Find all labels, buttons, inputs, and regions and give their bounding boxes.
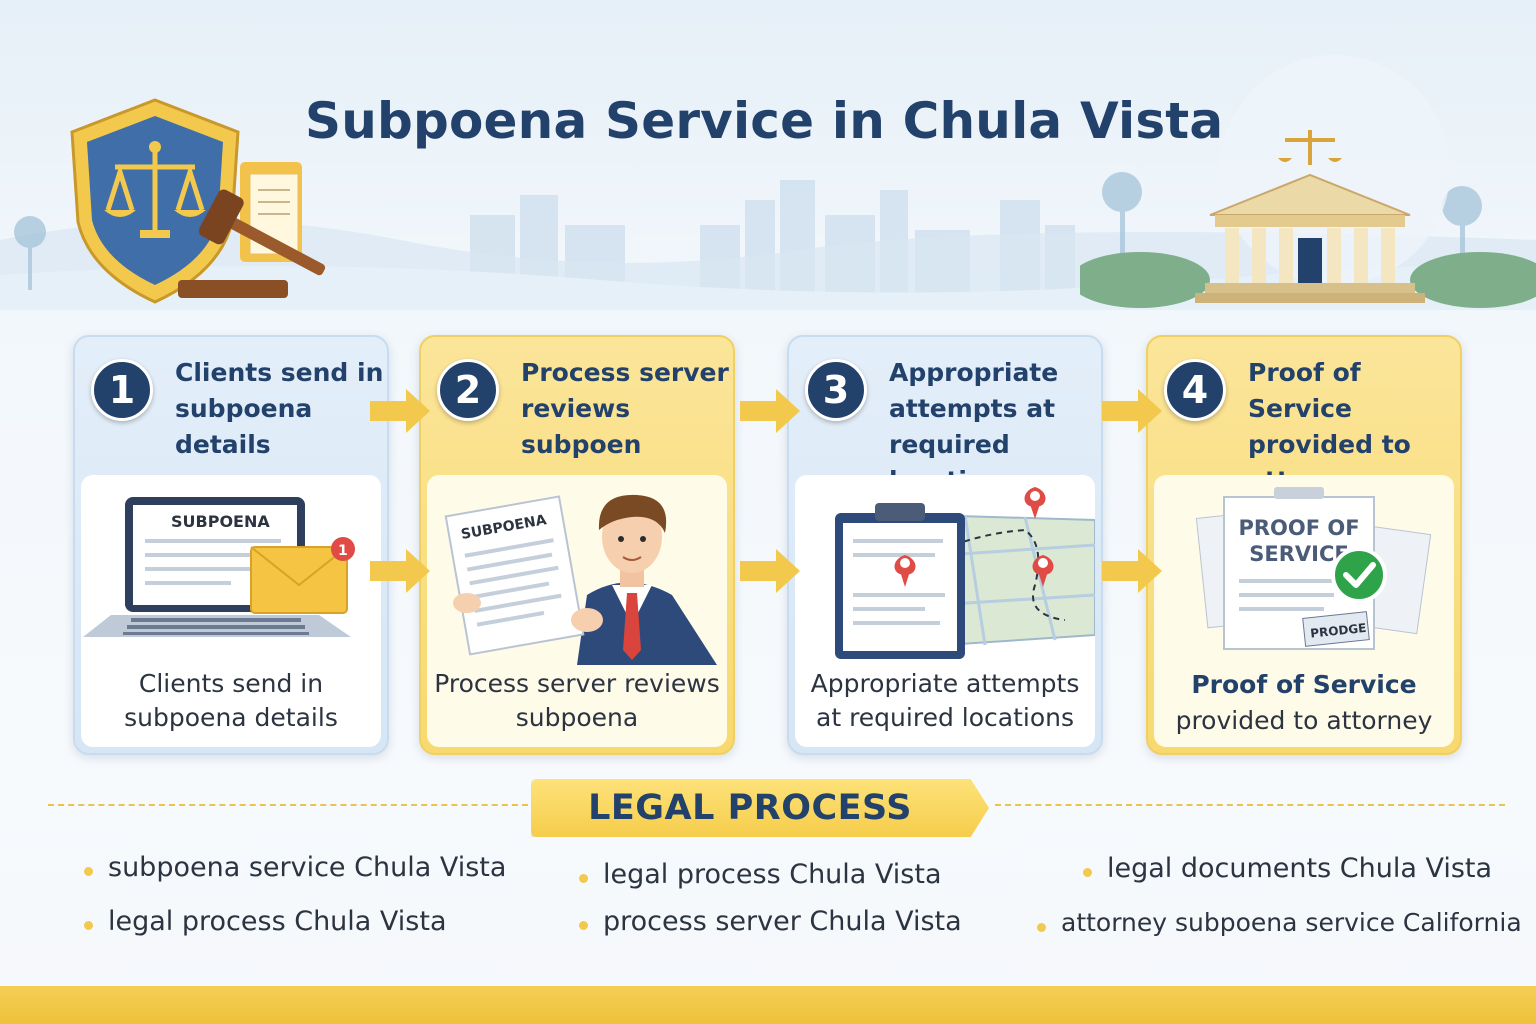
step-caption: Proof of Service provided to attorney bbox=[1154, 667, 1454, 739]
step-card-3: 3 Appropriate attempts at required locat… bbox=[787, 335, 1103, 755]
step-card-header: 4 Proof of Service provided to attorney bbox=[1148, 337, 1460, 495]
arrow-right-icon bbox=[370, 549, 430, 593]
page-title: Subpoena Service in Chula Vista bbox=[305, 92, 1224, 150]
step-number-badge: 4 bbox=[1164, 359, 1226, 421]
step-card-body: Appropriate attempts at required locatio… bbox=[795, 475, 1095, 747]
step-caption: Process server reviews subpoena bbox=[434, 669, 720, 732]
process-server-person-icon: SUBPOENA bbox=[444, 494, 717, 665]
caption-bold: Proof of Service bbox=[1191, 670, 1417, 699]
step-caption: Appropriate attempts at required locatio… bbox=[810, 669, 1080, 732]
step-card-1: 1 Clients send in subpoena details SUBPO… bbox=[73, 335, 389, 755]
arrow-right-icon bbox=[370, 389, 430, 433]
map-clipboard-icon bbox=[835, 487, 1095, 659]
step-card-header: 1 Clients send in subpoena details bbox=[75, 337, 387, 475]
arrow-right-icon bbox=[1102, 389, 1162, 433]
doc-title-line2: SERVICE bbox=[1249, 542, 1348, 566]
divider-right bbox=[995, 804, 1505, 806]
keyword-item: attorney subpoena service California bbox=[1037, 908, 1522, 937]
keyword-item: subpoena service Chula Vista bbox=[83, 852, 507, 883]
step-card-header: 2 Process server reviews subpoen bbox=[421, 337, 733, 475]
proof-of-service-document-icon: PROOF OF SERVICE PRODGE bbox=[1195, 487, 1432, 650]
step-card-4: 4 Proof of Service provided to attorney … bbox=[1146, 335, 1462, 755]
keyword-item: legal process Chula Vista bbox=[579, 859, 942, 890]
laptop-email-icon: SUBPOENA 1 bbox=[83, 497, 355, 637]
keyword-item: process server Chula Vista bbox=[579, 906, 962, 937]
divider-left bbox=[48, 804, 528, 806]
keyword-item: legal documents Chula Vista bbox=[1082, 853, 1493, 884]
courthouse-icon bbox=[1080, 130, 1536, 308]
caption-rest: provided to attorney bbox=[1175, 706, 1433, 735]
justice-shield-gavel-icon bbox=[70, 98, 326, 304]
step-card-body: PROOF OF SERVICE PRODGE Proof of Service… bbox=[1154, 475, 1454, 747]
step-caption: Clients send in subpoena details bbox=[124, 669, 338, 732]
step-heading: Process server reviews subpoen bbox=[521, 358, 729, 459]
step-number-badge: 1 bbox=[91, 359, 153, 421]
doc-title-line1: PROOF OF bbox=[1238, 516, 1359, 540]
arrow-right-icon bbox=[1102, 549, 1162, 593]
banner-label: LEGAL PROCESS bbox=[588, 788, 912, 828]
step-card-body: SUBPOENA 1 Clients send in subpoena deta… bbox=[81, 475, 381, 747]
legal-process-banner: LEGAL PROCESS bbox=[531, 779, 989, 837]
doc-label: SUBPOENA bbox=[171, 512, 270, 531]
step-card-2: 2 Process server reviews subpoen SUBPOEN… bbox=[419, 335, 735, 755]
keyword-item: legal process Chula Vista bbox=[84, 906, 447, 937]
notification-count: 1 bbox=[338, 543, 348, 559]
step-number-badge: 2 bbox=[437, 359, 499, 421]
arrow-right-icon bbox=[740, 549, 800, 593]
footer-bar bbox=[0, 986, 1536, 1024]
arrow-right-icon bbox=[740, 389, 800, 433]
step-card-header: 3 Appropriate attempts at required locat… bbox=[789, 337, 1101, 495]
step-number-badge: 3 bbox=[805, 359, 867, 421]
stamp-label: PRODGE bbox=[1310, 621, 1367, 641]
step-card-body: SUBPOENA Process server reviews subpoena bbox=[427, 475, 727, 747]
step-heading: Clients send in subpoena details bbox=[175, 358, 384, 459]
